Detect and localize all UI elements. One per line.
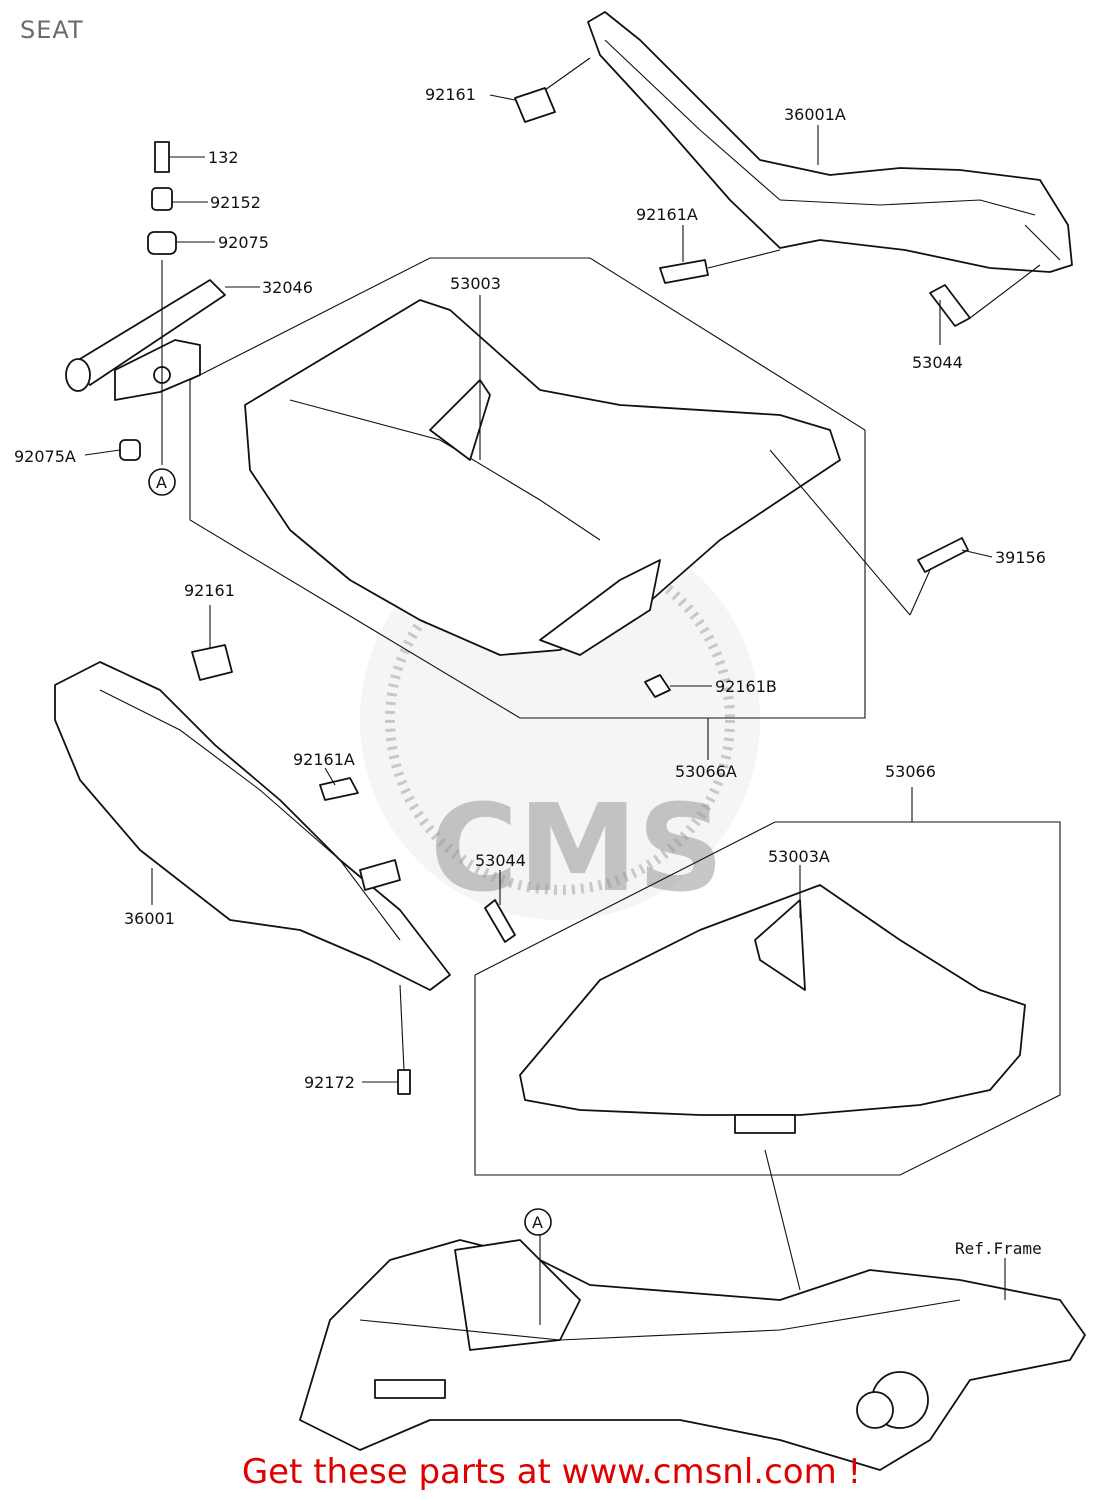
label-ref-frame: Ref.Frame [955, 1239, 1042, 1258]
label-a-left: A [156, 473, 167, 492]
label-32046: 32046 [262, 278, 313, 297]
grab-rail-right [587, 11, 1073, 273]
label-39156: 39156 [995, 548, 1046, 567]
pad-92161A-top [659, 259, 709, 284]
label-92152: 92152 [210, 193, 261, 212]
callout-circle-a-left [148, 468, 176, 496]
bolt-132 [154, 141, 170, 173]
clip-39156 [917, 537, 969, 573]
label-36001A: 36001A [784, 105, 846, 124]
label-92161A-left: 92161A [293, 750, 355, 769]
assembly-outline-53066 [474, 821, 1061, 1176]
collar-92152 [151, 187, 173, 211]
watermark-text: CMS [430, 780, 724, 919]
label-53066A: 53066A [675, 762, 737, 781]
clip-92161B [644, 674, 671, 698]
label-92161-left: 92161 [184, 581, 235, 600]
grab-rail-left [54, 661, 451, 991]
label-53003A: 53003A [768, 847, 830, 866]
pad-92161-top [514, 87, 556, 123]
pin-53044-top [929, 284, 971, 327]
label-92161A-top: 92161A [636, 205, 698, 224]
leader-lines [84, 57, 1041, 1325]
label-92161B: 92161B [715, 677, 777, 696]
bracket-32046 [65, 279, 226, 401]
promo-link[interactable]: Get these parts at www.cmsnl.com ! [241, 1452, 862, 1492]
label-a-frame: A [532, 1213, 543, 1232]
pillion-seat [519, 884, 1026, 1134]
label-53044-mid: 53044 [475, 851, 526, 870]
callout-circle-a-frame [524, 1208, 552, 1236]
label-92172: 92172 [304, 1073, 355, 1092]
label-92161-top: 92161 [425, 85, 476, 104]
grommet-92075 [147, 231, 177, 255]
screw-92172 [397, 1069, 411, 1095]
rider-seat [244, 299, 841, 656]
pad-92161-left [191, 644, 233, 681]
label-92075A: 92075A [14, 447, 76, 466]
label-92075: 92075 [218, 233, 269, 252]
pin-53044-mid [484, 899, 516, 943]
label-53066: 53066 [885, 762, 936, 781]
label-53044-top: 53044 [912, 353, 963, 372]
grommet-92075A [119, 439, 141, 461]
assembly-outline-53066A [189, 257, 866, 719]
ref-frame [299, 1239, 1086, 1471]
page-title: SEAT [20, 16, 84, 44]
label-36001: 36001 [124, 909, 175, 928]
pad-92161A-left [319, 777, 359, 801]
label-132: 132 [208, 148, 239, 167]
label-53003: 53003 [450, 274, 501, 293]
